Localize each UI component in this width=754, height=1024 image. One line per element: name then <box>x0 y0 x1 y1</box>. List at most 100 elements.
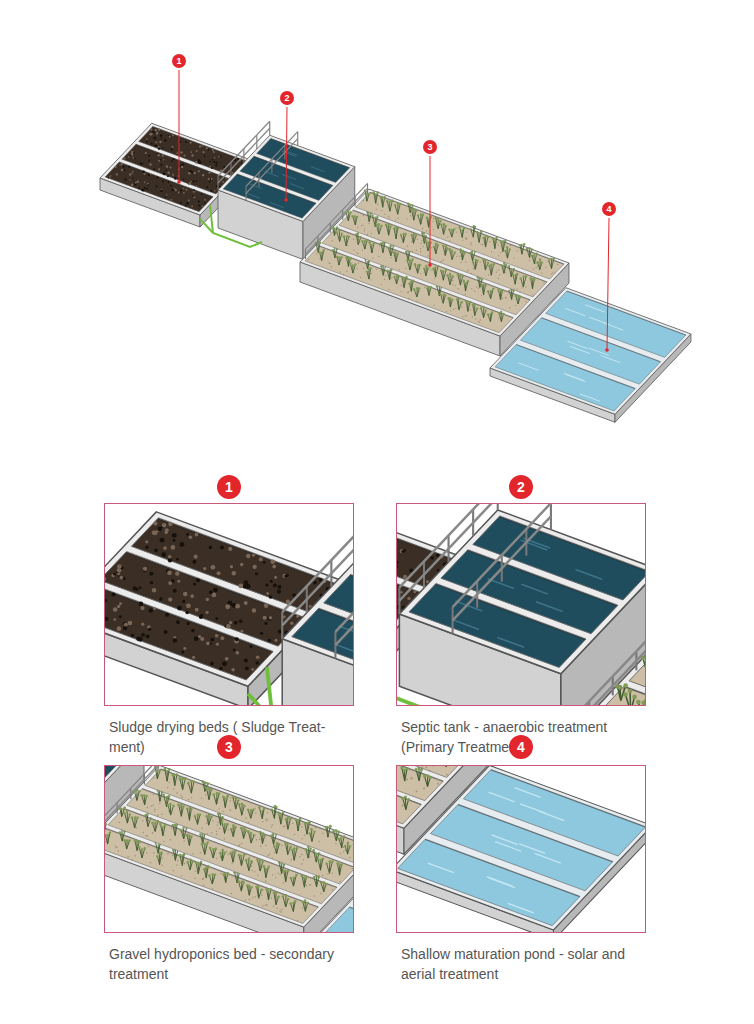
gravel-grain <box>302 907 304 909</box>
plant <box>291 847 298 860</box>
gravel-grain <box>252 897 254 899</box>
sludge-grain <box>167 175 169 177</box>
gravel-grain <box>142 820 144 822</box>
gravel-grain <box>416 791 418 793</box>
gravel-grain <box>473 268 474 269</box>
handrail <box>335 528 354 659</box>
gravel-grain <box>417 239 418 240</box>
sludge-grain <box>204 202 206 204</box>
plant <box>325 860 333 873</box>
sludge-grain <box>179 141 181 143</box>
gravel-grain <box>157 814 159 816</box>
plant <box>301 875 308 888</box>
sludge-grain <box>225 657 229 661</box>
gravel-grain <box>384 214 385 215</box>
plant <box>123 810 131 823</box>
sludge-grain <box>283 574 287 578</box>
gravel-grain <box>456 256 457 257</box>
plant <box>104 831 111 844</box>
gravel-grain <box>440 261 441 262</box>
sludge-grain <box>158 129 160 131</box>
gravel-grain <box>200 852 202 854</box>
plant <box>386 200 394 212</box>
sludge-grain <box>187 622 190 625</box>
sludge-grain <box>202 205 204 207</box>
pond-ripple <box>487 877 513 887</box>
plant <box>548 257 555 268</box>
gravel-grain <box>266 820 268 822</box>
gravel-grain <box>433 305 434 306</box>
gravel-grain <box>409 769 411 771</box>
sludge-grain <box>237 158 239 160</box>
plant <box>317 857 324 870</box>
pond-ripple <box>585 305 605 312</box>
gravel-grain <box>429 267 430 268</box>
gravel-grain <box>230 809 232 811</box>
sludge-grain <box>162 147 164 149</box>
sludge-grain <box>209 181 211 183</box>
sludge-grain <box>272 565 276 569</box>
sludge-grain <box>189 535 193 539</box>
plant <box>273 842 280 854</box>
plant <box>256 858 264 871</box>
plant <box>380 196 386 207</box>
callout-number: 4 <box>509 735 533 759</box>
gravel-grain <box>267 855 269 857</box>
gravel-grain <box>201 864 203 866</box>
callout-number: 1 <box>172 54 186 68</box>
gravel-grain <box>420 243 421 244</box>
gravel-grain <box>500 252 501 253</box>
sludge-grain <box>191 154 193 156</box>
gravel-grain <box>254 896 256 898</box>
sludge-grain <box>274 576 277 579</box>
callout-number-text: 4 <box>517 740 525 754</box>
sludge-grain <box>401 550 404 553</box>
gravel-grain <box>195 871 197 873</box>
gravel-grain <box>476 286 477 287</box>
gravel-grain <box>275 877 277 879</box>
gravel-grain <box>472 316 473 317</box>
sludge-grain <box>199 162 201 164</box>
gravel-grain <box>227 829 229 831</box>
gravel-grain <box>161 865 163 867</box>
gravel-cell <box>356 192 564 279</box>
sludge-cell <box>131 518 336 612</box>
sludge-grain <box>212 148 214 150</box>
sludge-grain <box>182 600 185 603</box>
gravel-grain <box>431 247 432 248</box>
gravel-grain <box>301 826 303 828</box>
sludge-grain <box>168 522 172 526</box>
sludge-grain <box>172 174 174 176</box>
plant <box>515 294 522 304</box>
gravel-grain <box>253 857 255 859</box>
gravel-grain <box>450 310 451 311</box>
gravel-grain <box>376 269 377 270</box>
sludge-grain <box>148 160 150 162</box>
gravel-grain <box>430 269 431 270</box>
gravel-grain <box>363 200 364 201</box>
pond-ripple <box>519 844 545 854</box>
gravel-grain <box>248 822 250 824</box>
sludge-grain <box>217 571 221 575</box>
sludge-grain <box>163 159 165 161</box>
gravel-grain <box>525 286 526 287</box>
gravel-grain <box>256 839 258 841</box>
sludge-pipe <box>396 669 483 706</box>
gravel-grain <box>459 255 460 256</box>
sludge-grain <box>229 621 232 624</box>
sludge-grain <box>222 181 224 183</box>
gravel-grain <box>181 875 183 877</box>
plant <box>171 823 178 836</box>
pond-ripple <box>538 811 564 821</box>
gravel-grain <box>461 306 462 307</box>
sludge-grain <box>270 580 273 583</box>
sludge-grain <box>183 179 184 180</box>
plant <box>151 820 159 831</box>
sludge-grain <box>157 527 162 532</box>
sludge-grain <box>131 172 133 174</box>
sludge-grain <box>119 164 121 166</box>
sludge-grain <box>168 181 170 183</box>
gravel-grain <box>281 845 283 847</box>
gravel-grain <box>389 217 390 218</box>
sludge-grain <box>129 179 130 180</box>
